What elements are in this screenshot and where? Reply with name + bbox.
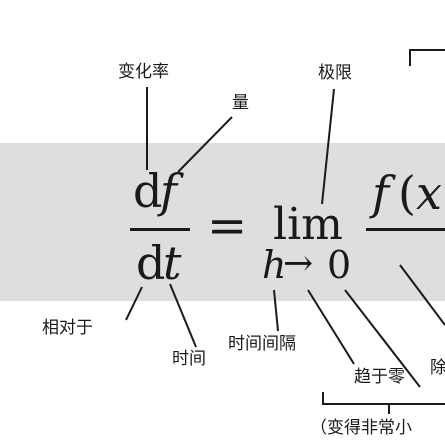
label-time-interval: 时间间隔 — [228, 334, 296, 354]
numerator-f: f — [160, 164, 178, 218]
limit-operator: lim — [273, 199, 343, 250]
numerator-d: d — [133, 164, 163, 218]
label-becomes-very-small: （变得非常小 — [310, 418, 412, 438]
rhs-paren: ( — [398, 166, 416, 220]
limit-variable-h: h — [262, 243, 287, 287]
label-limit: 极限 — [318, 63, 352, 83]
limit-zero: 0 — [327, 243, 352, 287]
rhs-x: x — [416, 166, 442, 220]
label-relative-to: 相对于 — [42, 318, 93, 338]
right-pointer-line — [399, 264, 445, 326]
label-time: 时间 — [172, 349, 206, 369]
rhs-f: f — [372, 166, 390, 220]
label-rate-of-change: 变化率 — [118, 62, 169, 82]
denominator-t: t — [163, 236, 182, 290]
zero-arrow-pointer-line — [307, 289, 355, 365]
denominator-d: d — [136, 236, 166, 290]
highlight-band — [0, 143, 445, 301]
zero-pointer-line — [344, 289, 421, 388]
interval-pointer-line — [273, 289, 279, 332]
bracket-bottom — [322, 392, 445, 405]
equals-sign: = — [207, 198, 248, 254]
limit-arrow: → — [283, 243, 314, 284]
limit-pointer-line — [321, 88, 335, 205]
bracket-top-right — [409, 49, 445, 66]
label-tends-to-zero: 趋于零 — [354, 367, 405, 387]
time-pointer-line — [169, 283, 197, 348]
rhs-fraction-bar — [366, 228, 445, 231]
label-quantity: 量 — [232, 93, 249, 113]
relative-pointer-line — [125, 286, 143, 321]
fraction-bar — [130, 228, 190, 231]
label-divide-partial: 除 — [430, 358, 445, 378]
quantity-pointer-line — [177, 116, 233, 173]
